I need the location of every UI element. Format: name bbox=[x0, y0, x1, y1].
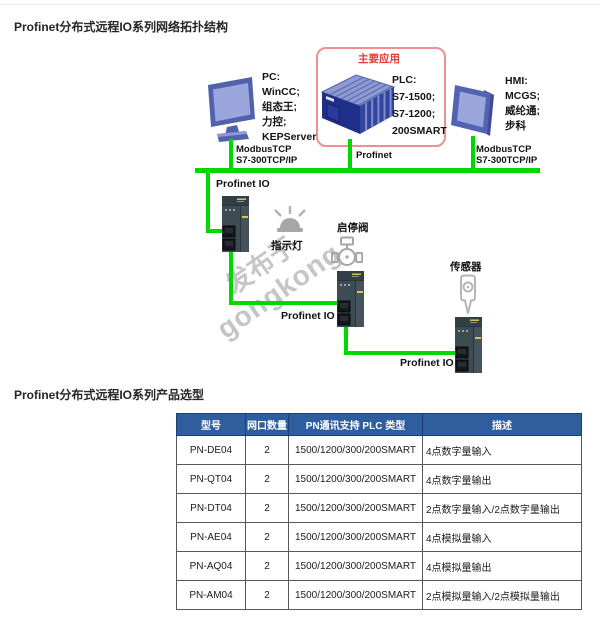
cell-description: 4点数字量输入 bbox=[422, 435, 582, 465]
table-header-row: 型号 网口数量 PN通讯支持 PLC 类型 描述 bbox=[176, 413, 582, 436]
main-application-box bbox=[316, 47, 446, 147]
io2-branch-horizontal bbox=[229, 301, 337, 305]
plc-link-label: Profinet bbox=[356, 150, 392, 161]
indicator-lamp-icon bbox=[272, 202, 308, 236]
cell-ports: 2 bbox=[245, 580, 289, 610]
valve-label: 启停阀 bbox=[337, 222, 369, 234]
pc-label: PC: WinCC; 组态王; 力控; KEPServer bbox=[262, 70, 316, 145]
lamp-label: 指示灯 bbox=[271, 240, 303, 252]
cell-plc-type: 1500/1200/300/200SMART bbox=[288, 551, 423, 581]
pc-drop-line bbox=[229, 139, 233, 169]
watermark: 发布于 gongkong bbox=[177, 201, 364, 358]
cell-plc-type: 1500/1200/300/200SMART bbox=[288, 580, 423, 610]
sensor-icon bbox=[458, 274, 478, 316]
table-row: PN-QT04 2 1500/1200/300/200SMART 4点数字量输出 bbox=[176, 464, 582, 494]
cell-ports: 2 bbox=[245, 493, 289, 523]
io1-branch-horizontal bbox=[206, 229, 224, 233]
cell-model: PN-AM04 bbox=[176, 580, 246, 610]
hmi-label-line: 威纶通; bbox=[505, 105, 540, 117]
cell-plc-type: 1500/1200/300/200SMART bbox=[288, 522, 423, 552]
pc-label-line: KEPServer bbox=[262, 131, 317, 143]
product-table: 型号 网口数量 PN通讯支持 PLC 类型 描述 PN-DE04 2 1500/… bbox=[176, 413, 582, 610]
cell-model: PN-AE04 bbox=[176, 522, 246, 552]
sensor-label: 传感器 bbox=[450, 261, 482, 273]
selection-title: Profinet分布式远程IO系列产品选型 bbox=[14, 388, 205, 402]
table-row: PN-DE04 2 1500/1200/300/200SMART 4点数字量输入 bbox=[176, 435, 582, 465]
io2-label: Profinet IO bbox=[281, 310, 335, 322]
pc-link-label: ModbusTCP S7-300TCP/IP bbox=[236, 144, 298, 166]
cell-description: 4点模拟量输入 bbox=[422, 522, 582, 552]
cell-model: PN-QT04 bbox=[176, 464, 246, 494]
col-header-ports: 网口数量 bbox=[245, 413, 289, 436]
cell-description: 4点数字量输出 bbox=[422, 464, 582, 494]
page-divider bbox=[0, 4, 600, 5]
topology-title: Profinet分布式远程IO系列网络拓扑结构 bbox=[14, 20, 229, 34]
hmi-drop-line bbox=[471, 136, 475, 169]
col-header-description: 描述 bbox=[422, 413, 582, 436]
hmi-link-label: ModbusTCP S7-300TCP/IP bbox=[476, 144, 538, 166]
hmi-panel-icon bbox=[450, 80, 498, 140]
table-row: PN-AE04 2 1500/1200/300/200SMART 4点模拟量输入 bbox=[176, 522, 582, 552]
io3-label: Profinet IO bbox=[400, 357, 454, 369]
pc-label-line: 组态王; bbox=[262, 101, 297, 113]
io1-branch-vertical bbox=[206, 173, 210, 233]
plc-rack-icon bbox=[320, 70, 396, 138]
io3-branch-vertical bbox=[344, 327, 348, 355]
plc-label: PLC: S7-1500; S7-1200; 200SMART bbox=[392, 72, 447, 140]
hmi-label-line: MCGS; bbox=[505, 90, 540, 102]
io-module-icon bbox=[337, 271, 364, 327]
col-header-model: 型号 bbox=[176, 413, 246, 436]
hmi-label-line: HMI: bbox=[505, 75, 528, 87]
cell-ports: 2 bbox=[245, 464, 289, 494]
plc-drop-line bbox=[348, 139, 352, 169]
plc-label-line: 200SMART bbox=[392, 125, 447, 137]
io-module-icon bbox=[455, 317, 482, 373]
io2-branch-vertical bbox=[229, 252, 233, 305]
table-row: PN-AM04 2 1500/1200/300/200SMART 2点模拟量输入… bbox=[176, 580, 582, 610]
cell-plc-type: 1500/1200/300/200SMART bbox=[288, 464, 423, 494]
hmi-label: HMI: MCGS; 威纶通; 步科 bbox=[505, 74, 540, 134]
io-module-icon bbox=[222, 196, 249, 252]
col-header-plc-type: PN通讯支持 PLC 类型 bbox=[288, 413, 423, 436]
cell-description: 4点模拟量输出 bbox=[422, 551, 582, 581]
table-row: PN-DT04 2 1500/1200/300/200SMART 2点数字量输入… bbox=[176, 493, 582, 523]
cell-ports: 2 bbox=[245, 522, 289, 552]
cell-ports: 2 bbox=[245, 551, 289, 581]
cell-model: PN-DE04 bbox=[176, 435, 246, 465]
cell-plc-type: 1500/1200/300/200SMART bbox=[288, 435, 423, 465]
main-application-label: 主要应用 bbox=[358, 53, 400, 65]
desktop-monitor-icon bbox=[203, 76, 261, 142]
io3-branch-horizontal bbox=[344, 351, 456, 355]
cell-ports: 2 bbox=[245, 435, 289, 465]
io1-label: Profinet IO bbox=[216, 178, 270, 190]
cell-model: PN-DT04 bbox=[176, 493, 246, 523]
cell-description: 2点模拟量输入/2点模拟量输出 bbox=[422, 580, 582, 610]
table-row: PN-AQ04 2 1500/1200/300/200SMART 4点模拟量输出 bbox=[176, 551, 582, 581]
pc-label-line: WinCC; bbox=[262, 86, 300, 98]
plc-label-line: S7-1200; bbox=[392, 108, 436, 120]
network-bus-line bbox=[195, 168, 540, 173]
plc-label-line: S7-1500; bbox=[392, 91, 436, 103]
plc-label-line: PLC: bbox=[392, 74, 417, 86]
hmi-label-line: 步科 bbox=[505, 120, 526, 132]
pc-label-line: 力控; bbox=[262, 116, 287, 128]
valve-icon bbox=[331, 236, 363, 270]
cell-plc-type: 1500/1200/300/200SMART bbox=[288, 493, 423, 523]
cell-description: 2点数字量输入/2点数字量输出 bbox=[422, 493, 582, 523]
pc-label-line: PC: bbox=[262, 71, 281, 83]
cell-model: PN-AQ04 bbox=[176, 551, 246, 581]
